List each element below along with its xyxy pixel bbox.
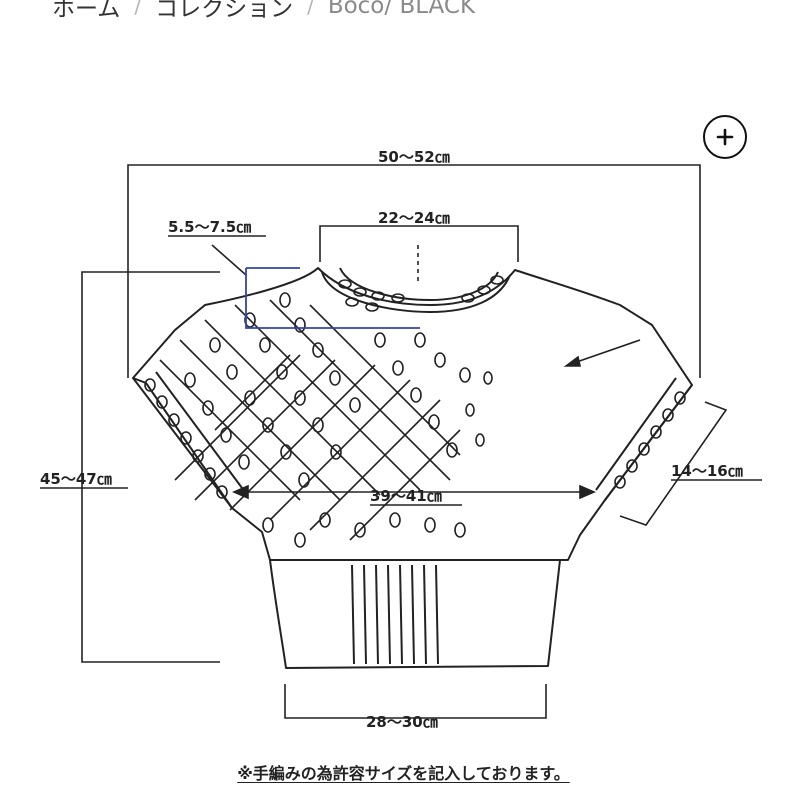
neck-depth-marker bbox=[245, 267, 420, 329]
total-width-label: 50～52㎝ bbox=[378, 148, 450, 166]
breadcrumb-home-link[interactable]: ホーム bbox=[52, 0, 121, 22]
measurement-lines bbox=[81, 164, 728, 719]
plus-icon bbox=[716, 128, 734, 146]
bust-width-label: 39～41㎝ bbox=[370, 487, 442, 505]
breadcrumb-separator: / bbox=[134, 0, 142, 18]
neck-depth-label: 5.5～7.5㎝ bbox=[168, 218, 251, 236]
size-note-text: ※手編みの為許容サイズを記入しております。 bbox=[237, 764, 570, 783]
lace-pattern bbox=[144, 275, 686, 548]
size-note: ※手編みの為許容サイズを記入しております。 bbox=[0, 760, 807, 784]
sleeve-width-label: 14～16㎝ bbox=[671, 462, 743, 480]
breadcrumb: ホーム / コレクション / Boco/ BLACK bbox=[52, 0, 476, 22]
breadcrumb-separator: / bbox=[307, 0, 314, 18]
neck-width-label: 22～24㎝ bbox=[378, 209, 450, 227]
breadcrumb-current-product: Boco/ BLACK bbox=[327, 0, 476, 19]
length-label: 45～47㎝ bbox=[40, 470, 112, 488]
hem-width-label: 28～30㎝ bbox=[366, 713, 438, 731]
breadcrumb-collection-link[interactable]: コレクション bbox=[155, 0, 294, 22]
zoom-button[interactable] bbox=[703, 115, 747, 159]
